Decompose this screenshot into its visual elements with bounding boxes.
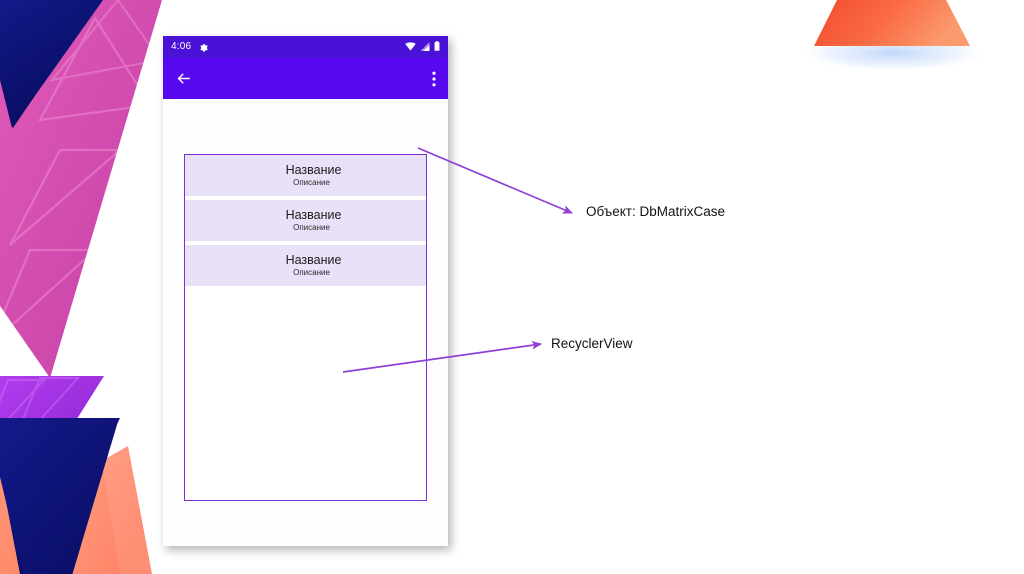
list-item[interactable]: Название Описание xyxy=(185,200,426,241)
deco-violet-chevron xyxy=(0,376,104,468)
list-item-title: Название xyxy=(285,208,342,223)
wifi-icon xyxy=(405,38,416,56)
battery-icon xyxy=(434,38,440,56)
recycler-view[interactable]: Название Описание Название Описание Назв… xyxy=(184,154,427,501)
status-bar-time: 4:06 xyxy=(171,41,192,52)
deco-coral-wedge-a xyxy=(0,425,120,574)
deco-navy-triangle-bottom-main xyxy=(0,418,119,574)
deco-coral-wedge-b xyxy=(24,446,152,574)
overflow-menu-icon[interactable] xyxy=(432,71,436,87)
back-arrow-icon[interactable] xyxy=(175,70,192,87)
list-item-title: Название xyxy=(285,163,342,178)
deco-coral-glow xyxy=(0,418,132,560)
list-item-description: Описание xyxy=(293,268,330,278)
annotation-label-recycler: RecyclerView xyxy=(551,336,633,351)
deco-orange-trapezoid xyxy=(814,0,970,46)
signal-icon xyxy=(420,38,430,56)
deco-navy-triangle-top xyxy=(0,0,100,128)
status-bar: 4:06 xyxy=(163,36,448,58)
list-item-title: Название xyxy=(285,253,342,268)
deco-navy-triangle-bottom xyxy=(0,418,120,574)
annotation-label-object: Объект: DbMatrixCase xyxy=(586,204,725,219)
list-item[interactable]: Название Описание xyxy=(185,245,426,286)
list-item-description: Описание xyxy=(293,223,330,233)
deco-magenta-chevron xyxy=(0,0,162,378)
app-toolbar xyxy=(163,58,448,99)
deco-navy-triangle-top-2 xyxy=(0,0,103,128)
phone-content-area: Название Описание Название Описание Назв… xyxy=(163,99,448,546)
deco-blue-glow xyxy=(798,34,988,72)
gear-icon xyxy=(198,42,209,52)
status-bar-icons xyxy=(405,38,440,56)
list-item[interactable]: Название Описание xyxy=(185,155,426,196)
list-item-description: Описание xyxy=(293,178,330,188)
phone-mockup: 4:06 xyxy=(163,36,448,546)
